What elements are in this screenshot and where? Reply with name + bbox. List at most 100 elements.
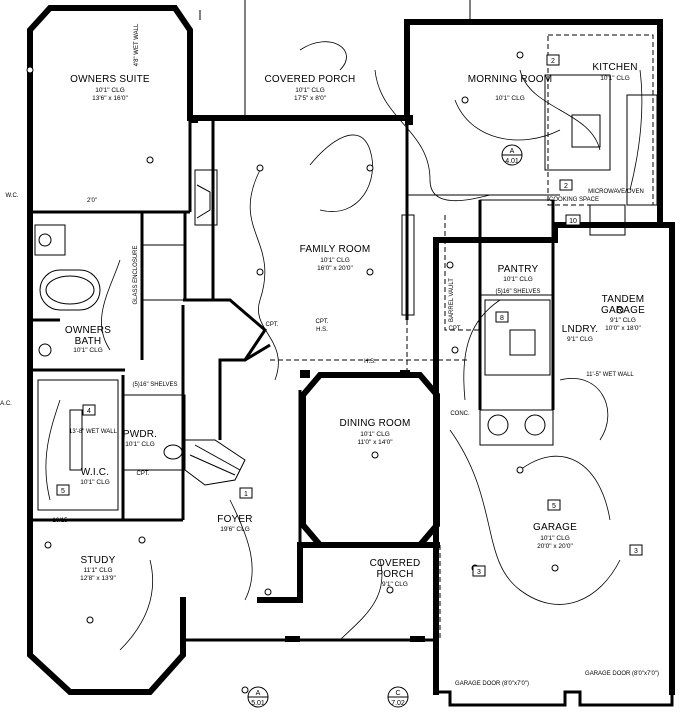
- tags: 1 2 2 3 3 4 5 5 8 10: [56, 54, 643, 577]
- stair-tread: [194, 444, 241, 471]
- svg-text:(5)16" SHELVES: (5)16" SHELVES: [132, 382, 177, 388]
- interior-walls: [30, 0, 658, 642]
- kitchen-outer-wall: [404, 19, 663, 228]
- sink-1: [38, 233, 52, 247]
- owners-suite-label: OWNERS SUITE: [70, 74, 150, 85]
- pwdr-label: PWDR.: [123, 429, 157, 440]
- notes: 4'8" WET WALL 13'-8" WET WALL 11'-5" WET…: [0, 23, 659, 687]
- light: [241, 686, 249, 694]
- oven-cab: [589, 204, 626, 236]
- svg-text:5.01: 5.01: [251, 700, 265, 707]
- svg-text:5: 5: [61, 488, 65, 495]
- sink-2: [38, 343, 52, 357]
- light: [461, 96, 469, 104]
- svg-text:16'0" x 20'0": 16'0" x 20'0": [317, 265, 353, 272]
- svg-text:CPT.: CPT.: [448, 326, 461, 332]
- svg-text:A: A: [256, 690, 261, 697]
- svg-text:7.02: 7.02: [391, 700, 405, 707]
- tandem-label: TANDEM: [602, 294, 645, 305]
- kitchen-island: [544, 74, 611, 171]
- tag-4: 4: [82, 404, 96, 416]
- column: [405, 115, 413, 125]
- svg-text:10'1" CLG: 10'1" CLG: [125, 441, 155, 448]
- svg-text:A: A: [510, 148, 515, 155]
- svg-text:11'-5" WET WALL: 11'-5" WET WALL: [586, 372, 634, 378]
- garage-label: GARAGE: [533, 522, 577, 533]
- laundry-outline: [484, 299, 551, 376]
- svg-text:10'1" CLG: 10'1" CLG: [503, 276, 533, 283]
- svg-text:10'1" CLG: 10'1" CLG: [80, 479, 110, 486]
- dash-b: [444, 215, 480, 331]
- svg-text:10'1" CLG: 10'1" CLG: [540, 535, 570, 542]
- lndry-label: LNDRY.: [562, 324, 598, 335]
- washer: [487, 414, 509, 436]
- svg-text:A.C.: A.C.: [0, 401, 12, 407]
- svg-text:BARREL VAULT: BARREL VAULT: [449, 278, 455, 322]
- wic-island: [69, 409, 83, 471]
- exterior-walls: [27, 5, 675, 707]
- svg-text:GLASS ENCLOSURE: GLASS ENCLOSURE: [133, 245, 139, 304]
- svg-text:19'6" CLG: 19'6" CLG: [220, 526, 250, 533]
- svg-text:10'1" CLG: 10'1" CLG: [360, 431, 390, 438]
- svg-text:CONC.: CONC.: [450, 411, 470, 417]
- svg-text:CPT.: CPT.: [315, 319, 328, 325]
- foyer-front-wall: [257, 542, 303, 603]
- light: [44, 541, 52, 549]
- dining-room-label: DINING ROOM: [339, 418, 410, 429]
- dining-octagon: [300, 372, 440, 548]
- svg-text:10/15: 10/15: [52, 518, 68, 524]
- shower: [34, 224, 66, 256]
- fireplace-hearth: [196, 184, 211, 219]
- svg-text:10'1" CLG: 10'1" CLG: [495, 95, 525, 102]
- svg-text:13'-8" WET WALL: 13'-8" WET WALL: [69, 429, 118, 435]
- svg-text:3: 3: [634, 548, 638, 555]
- svg-text:GARAGE DOOR (8'0"x7'0"): GARAGE DOOR (8'0"x7'0"): [455, 681, 529, 687]
- section-marker-a401: A 4.01: [501, 144, 523, 166]
- tag-2: 2: [546, 54, 560, 66]
- svg-text:PORCH: PORCH: [376, 569, 413, 580]
- owners-bath-label: OWNERS: [65, 325, 111, 336]
- covered-porch-top-label: COVERED PORCH: [265, 74, 356, 85]
- svg-text:10'1" CLG: 10'1" CLG: [95, 87, 125, 94]
- svg-text:10: 10: [569, 218, 577, 225]
- bathtub-inner: [45, 275, 95, 305]
- foyer-label: FOYER: [217, 514, 252, 525]
- light: [264, 588, 272, 596]
- svg-text:11'0" x 14'0": 11'0" x 14'0": [357, 439, 393, 446]
- cooktop: [571, 114, 601, 148]
- stair: [184, 439, 246, 486]
- light: [26, 66, 34, 74]
- tag-5a: 5: [56, 484, 70, 496]
- column: [285, 636, 300, 642]
- column: [190, 115, 198, 123]
- family-room-label: FAMILY ROOM: [300, 244, 371, 255]
- svg-text:(5)16" SHELVES: (5)16" SHELVES: [495, 289, 540, 295]
- garage-front-wall: [436, 690, 674, 707]
- pwdr-toilet: [163, 444, 183, 460]
- garage-right-wall: [657, 222, 675, 695]
- svg-text:10'1" CLG: 10'1" CLG: [320, 257, 350, 264]
- tag-2b: 2: [559, 179, 573, 191]
- kitchen-ceiling: [547, 34, 654, 206]
- svg-text:2: 2: [551, 58, 555, 65]
- svg-text:4'8" WET WALL: 4'8" WET WALL: [134, 23, 140, 66]
- barrel-vault-col: [401, 214, 415, 316]
- svg-text:W.C.: W.C.: [6, 193, 19, 199]
- light: [366, 164, 374, 172]
- tag-1: 1: [239, 487, 253, 499]
- svg-text:MICROWAVE/OVEN: MICROWAVE/OVEN: [588, 189, 644, 195]
- light: [371, 451, 379, 459]
- light: [146, 156, 154, 164]
- svg-text:C: C: [395, 690, 400, 697]
- svg-text:9'1" CLG: 9'1" CLG: [567, 336, 593, 343]
- column: [410, 636, 425, 642]
- room-labels: OWNERS SUITE 10'1" CLG 13'6" x 16'0" COV…: [65, 62, 645, 588]
- light: [138, 536, 146, 544]
- svg-text:3: 3: [477, 569, 481, 576]
- owners-suite-wall: [27, 5, 193, 213]
- light: [256, 268, 264, 276]
- study-label: STUDY: [81, 555, 116, 566]
- light: [616, 306, 624, 314]
- light: [86, 616, 94, 624]
